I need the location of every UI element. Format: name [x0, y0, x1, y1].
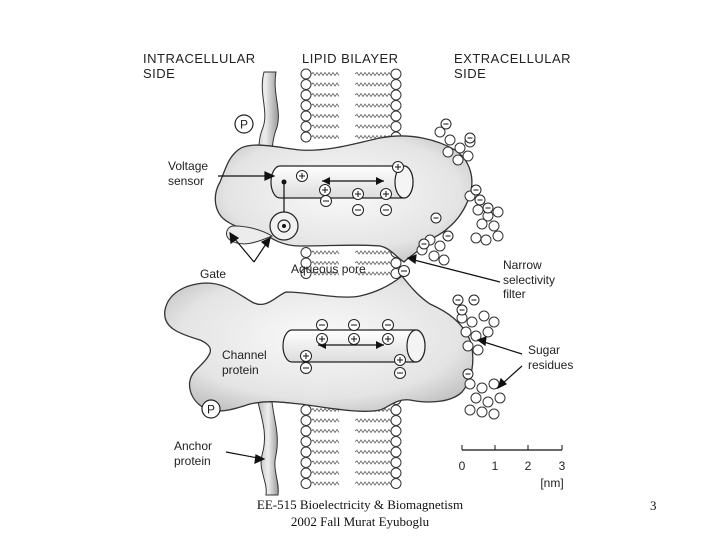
label-voltage-sensor-line2: sensor — [168, 174, 204, 188]
label-channel-protein-line2: protein — [222, 363, 259, 377]
pointer-arrows — [218, 171, 523, 464]
label-anchor-line2: protein — [174, 454, 211, 468]
scale-tick-3: 3 — [559, 459, 566, 473]
label-channel-protein-line1: Channel — [222, 348, 267, 362]
page-number: 3 — [650, 498, 657, 513]
label-aqueous-pore: Aqueous pore — [291, 262, 366, 276]
lipid-bilayer — [300, 68, 402, 489]
label-selectivity-line1: Narrow — [503, 258, 542, 272]
svg-text:P: P — [240, 118, 248, 132]
label-extracellular-line2: SIDE — [454, 66, 486, 81]
anchor-protein-bottom — [257, 401, 279, 496]
label-lipid-bilayer: LIPID BILAYER — [302, 51, 399, 66]
label-gate: Gate — [200, 267, 226, 281]
sugar-residues — [416, 118, 506, 420]
gate-pivot — [269, 179, 299, 241]
label-voltage-sensor-line1: Voltage — [168, 159, 208, 173]
scale-unit: [nm] — [540, 476, 563, 490]
slide-footer: EE-515 Bioelectricity & Biomagnetism 200… — [256, 497, 464, 529]
label-selectivity-line2: selectivity — [503, 273, 555, 287]
label-extracellular-line1: EXTRACELLULAR — [454, 51, 571, 66]
scale-bar: 0 1 2 3 [nm] — [459, 445, 566, 490]
svg-text:P: P — [207, 403, 215, 417]
label-sugar-line2: residues — [528, 358, 573, 372]
charge-markers — [296, 161, 410, 379]
scale-tick-2: 2 — [525, 459, 532, 473]
label-intracellular-line2: SIDE — [143, 66, 175, 81]
scale-tick-1: 1 — [492, 459, 499, 473]
label-sugar-line1: Sugar — [528, 343, 560, 357]
phosphate-top: P — [234, 114, 254, 134]
phosphate-bottom: P — [201, 399, 221, 419]
scale-tick-0: 0 — [459, 459, 466, 473]
label-selectivity-line3: filter — [503, 287, 526, 301]
label-anchor-line1: Anchor — [174, 439, 212, 453]
gate-flap — [226, 225, 274, 245]
label-intracellular-line1: INTRACELLULAR — [143, 51, 256, 66]
